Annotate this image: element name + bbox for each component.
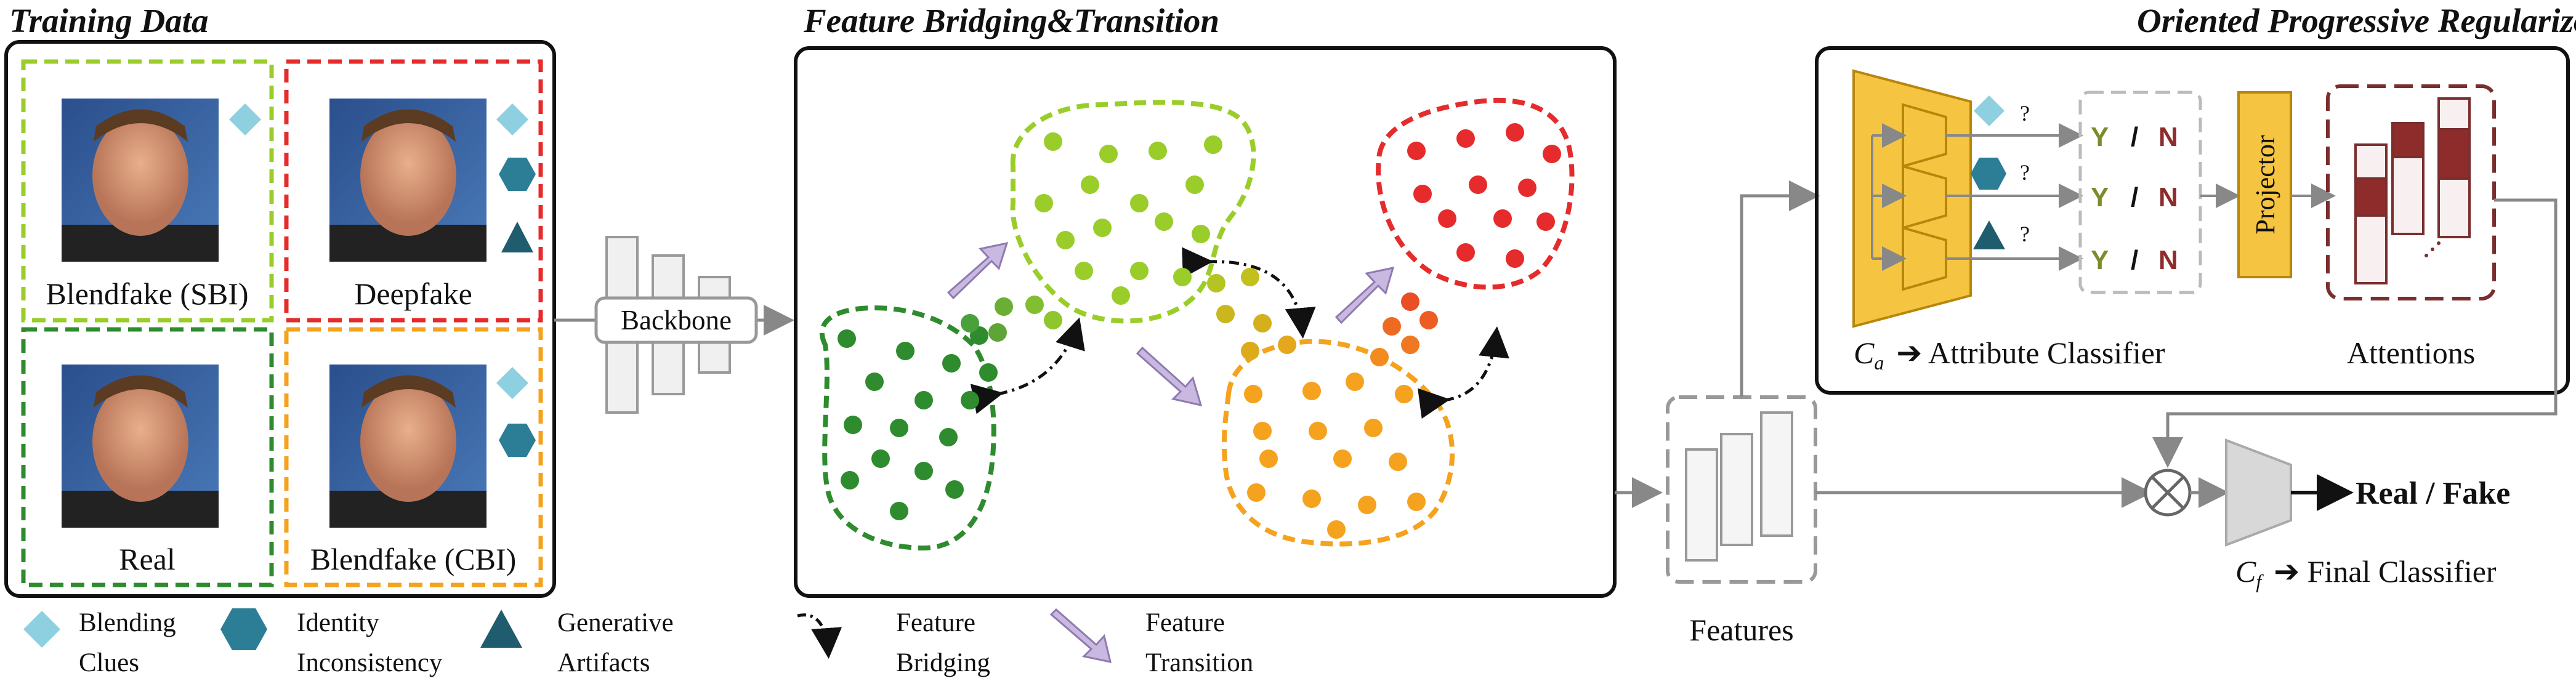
legend-generative-icon <box>480 610 522 648</box>
regularizer-title: Oriented Progressive Regularizor <box>2137 2 2576 39</box>
svg-text:N: N <box>2158 122 2178 152</box>
final-classifier-label: Cf➔ Final Classifier <box>2235 554 2497 592</box>
bridge-dots-sbi-cbi <box>1207 268 1296 360</box>
attentions-box <box>2326 84 2496 300</box>
legend-blending-line2: Clues <box>79 648 139 677</box>
cbi-cluster <box>1221 339 1455 547</box>
training-data-title: Training Data <box>9 2 208 39</box>
final-classifier-block <box>2225 438 2292 547</box>
sbi-cluster <box>1010 100 1256 324</box>
legend-identity-icon <box>220 608 267 650</box>
cbi-blending-clue-icon <box>496 367 528 399</box>
bridge-dots-real-sbi <box>961 296 1062 342</box>
head-identity-icon <box>1971 158 2006 190</box>
projector-label: Projector <box>2250 135 2280 235</box>
deepfake-identity-icon <box>499 158 536 191</box>
legend-generative-line1: Generative <box>557 608 674 637</box>
svg-text:Y: Y <box>2091 122 2109 152</box>
legend-transition-line2: Transition <box>1145 648 1253 677</box>
regularizer-panel <box>1815 46 2570 395</box>
deepfake-label: Deepfake <box>354 276 472 311</box>
yn-row-1: Y / N <box>2091 122 2178 152</box>
legend-bridging-icon <box>797 613 842 659</box>
cbi-face-image <box>329 365 487 528</box>
sbi-quadrant <box>21 59 274 323</box>
real-face-image <box>62 365 219 528</box>
legend-generative-line2: Artifacts <box>557 648 650 677</box>
question-2: ? <box>2020 160 2030 185</box>
legend-identity-line1: Identity <box>297 608 379 637</box>
question-3: ? <box>2020 222 2030 246</box>
yn-box <box>2078 91 2202 294</box>
svg-text:Y: Y <box>2091 182 2109 212</box>
transition-arrow-up-right <box>1334 267 1395 324</box>
cbi-quadrant <box>284 327 543 587</box>
bridge-dots-cbi-deepfake <box>1370 292 1438 366</box>
deepfake-cluster <box>1376 97 1575 290</box>
yn-row-2: Y / N <box>2091 182 2178 212</box>
features-label: Features <box>1689 613 1793 647</box>
yn-row-3: Y / N <box>2091 245 2178 275</box>
legend-transition-line1: Feature <box>1145 608 1225 637</box>
legend-blending-line1: Blending <box>79 608 176 637</box>
backbone-label: Backbone <box>621 305 732 336</box>
svg-text:Y: Y <box>2091 245 2109 275</box>
head-generative-icon <box>1973 220 2005 249</box>
deepfake-face-image <box>329 99 487 262</box>
real-cluster <box>819 305 996 551</box>
real-label: Real <box>119 542 176 576</box>
legend-bridging-line1: Feature <box>896 608 975 637</box>
transition-arrow-up-left <box>947 242 1009 300</box>
sbi-blending-clue-icon <box>229 103 261 135</box>
deepfake-dots <box>1407 123 1561 268</box>
bridging-panel <box>794 46 1617 598</box>
svg-text:/: / <box>2131 182 2138 212</box>
arrow-features-to-regularizer <box>1740 180 1820 397</box>
real-dots <box>838 326 998 520</box>
svg-text:/: / <box>2131 245 2138 275</box>
arrow-attentions-to-multiply <box>2152 198 2558 468</box>
attention-maps <box>2354 97 2471 284</box>
sbi-dots <box>1035 132 1222 305</box>
attentions-label: Attentions <box>2347 336 2475 370</box>
deepfake-blending-clue-icon <box>496 103 528 135</box>
legend-bridging-line2: Bridging <box>896 648 990 677</box>
real-quadrant <box>21 327 274 587</box>
legend-blending-icon <box>23 611 60 648</box>
legend-transition-icon <box>1049 608 1112 663</box>
bridging-arrow-1 <box>970 317 1085 414</box>
svg-text:N: N <box>2158 245 2178 275</box>
svg-text:N: N <box>2158 182 2178 212</box>
cbi-dots <box>1244 373 1426 539</box>
question-1: ? <box>2020 101 2030 126</box>
deepfake-quadrant <box>284 59 543 323</box>
attribute-classifier-label: Ca➔ Attribute Classifier <box>1854 336 2165 374</box>
output-label: Real / Fake <box>2356 476 2510 511</box>
cbi-identity-icon <box>499 424 536 457</box>
legend-identity-line2: Inconsistency <box>297 648 443 677</box>
bridging-arrow-2 <box>1182 247 1316 339</box>
svg-text:/: / <box>2131 122 2138 152</box>
bridging-arrow-3 <box>1418 326 1509 419</box>
bridging-title: Feature Bridging&Transition <box>803 2 1219 39</box>
backbone-block <box>554 236 794 414</box>
sbi-label: Blendfake (SBI) <box>46 276 248 311</box>
features-stack <box>1685 411 1793 562</box>
deepfake-generative-icon <box>501 222 533 252</box>
projector-block <box>2237 91 2292 278</box>
sbi-face-image <box>62 99 219 262</box>
cbi-label: Blendfake (CBI) <box>310 542 517 576</box>
transition-arrow-down <box>1136 346 1203 407</box>
head-blending-icon <box>1974 95 2005 126</box>
